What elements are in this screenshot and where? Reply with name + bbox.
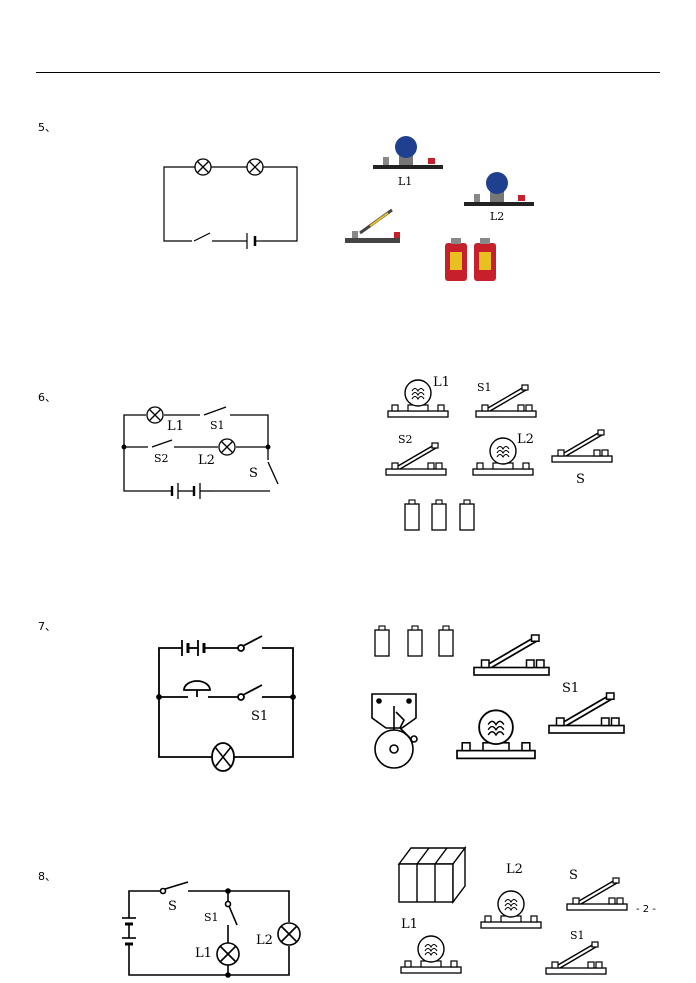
- q6-board-s1-label: S1: [477, 381, 492, 394]
- q7-switch-board-s1: [548, 692, 625, 734]
- q8-board-s-label: S: [569, 868, 578, 883]
- q6-holder-l1-label: L1: [433, 375, 450, 390]
- question-7-number: 7、: [38, 620, 56, 633]
- q8-s-label: S: [168, 899, 177, 914]
- q7-board-s1-label: S1: [562, 681, 580, 696]
- q7-s1-label: S1: [251, 709, 269, 724]
- q8-switch-board-s1: [545, 941, 607, 975]
- q5-lamp-symbol-l2: [246, 158, 264, 176]
- q7-electric-bell-component: [371, 693, 418, 769]
- q8-l2-label: L2: [256, 933, 273, 948]
- q6-board-s2-label: S2: [398, 433, 413, 446]
- q7-battery-cell-2: [407, 625, 423, 657]
- q7-lamp-holder: [456, 709, 536, 760]
- q7-lamp-symbol: [211, 742, 235, 772]
- q6-holder-l2-label: L2: [517, 432, 534, 447]
- q5-switch-component: [345, 208, 400, 243]
- q7-switch-board-top: [473, 634, 550, 676]
- q8-lamp-holder-l1: [400, 935, 462, 974]
- q7-battery-cell-1: [374, 625, 390, 657]
- question-5-number: 5、: [38, 121, 56, 134]
- page-number: - 2 -: [636, 904, 656, 915]
- q8-holder-l1-label: L1: [401, 917, 418, 932]
- q8-circuit-diagram: [122, 881, 290, 978]
- q7-circuit-diagram: [156, 635, 296, 758]
- q6-switch-board-s2: [385, 442, 447, 476]
- q6-battery-cell-1: [404, 499, 420, 531]
- q8-lamp-holder-l2: [480, 890, 542, 929]
- q8-battery-pack: [397, 845, 467, 905]
- q8-lamp-symbol-l1: [216, 942, 240, 966]
- q7-battery-cell-3: [438, 625, 454, 657]
- q8-lamp-symbol-l2: [277, 922, 301, 946]
- q6-battery-cell-3: [459, 499, 475, 531]
- q5-bulb-l1-component: [373, 136, 443, 169]
- q6-switch-board-s: [551, 429, 613, 463]
- q6-battery-cell-2: [431, 499, 447, 531]
- q5-lamp-symbol-l1: [194, 158, 212, 176]
- q6-l1-label: L1: [167, 419, 184, 434]
- q8-l1-label: L1: [195, 946, 212, 961]
- q6-s-label: S: [249, 466, 258, 481]
- q6-circuit-diagram: [121, 406, 279, 499]
- q5-circuit-diagram: [163, 166, 298, 249]
- q8-board-s1-label: S1: [570, 929, 585, 942]
- q6-s2-label: S2: [154, 452, 169, 465]
- q6-lamp-symbol-l2: [218, 438, 236, 456]
- q8-s1-label: S1: [204, 911, 219, 924]
- q5-battery-components: [445, 238, 496, 281]
- q6-lamp-symbol-l1: [146, 406, 164, 424]
- q8-holder-l2-label: L2: [506, 862, 523, 877]
- q6-l2-label: L2: [198, 453, 215, 468]
- header-rule: [36, 72, 660, 73]
- q5-bulb-l1-label: L1: [398, 175, 413, 188]
- q5-bulb-l2-component: [464, 172, 534, 206]
- q6-s1-label: S1: [210, 419, 225, 432]
- question-6-number: 6、: [38, 391, 56, 404]
- q5-bulb-l2-label: L2: [490, 210, 505, 223]
- q6-board-s-label: S: [576, 472, 585, 487]
- question-8-number: 8、: [38, 870, 56, 883]
